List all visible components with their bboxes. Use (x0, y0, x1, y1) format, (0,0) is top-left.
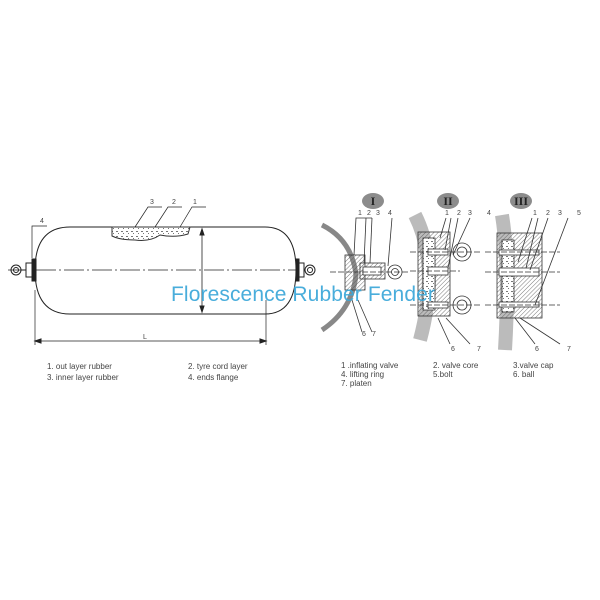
legend-bolt: 5.bolt (433, 370, 453, 379)
legend-out-layer-rubber: 1. out layer rubber (47, 362, 112, 371)
view-2-badge: II (437, 193, 459, 209)
view-1-badge: I (362, 193, 384, 209)
v3-callout-1: 1 (533, 210, 537, 217)
v1-callout-3: 3 (376, 210, 380, 217)
v3-callout-2: 2 (546, 210, 550, 217)
v1-callout-7: 7 (372, 331, 376, 338)
legend-ball: 6. ball (513, 370, 535, 379)
legend-inflating-valve: 1 .inflating valve (341, 361, 399, 370)
callout-1: 1 (193, 199, 197, 206)
valve-view-3-drawing (485, 213, 569, 351)
fender-body-drawing (8, 206, 316, 345)
v2-callout-1: 1 (445, 210, 449, 217)
legend-valve-cap: 3.valve cap (513, 361, 554, 370)
legend-ends-flange: 4. ends flange (188, 373, 239, 382)
view-3-badge: III (510, 193, 532, 209)
watermark-text: Florescence Rubber Fender (171, 283, 435, 306)
legend-valve-core: 2. valve core (433, 361, 479, 370)
callout-3: 3 (150, 199, 154, 206)
callout-2: 2 (172, 199, 176, 206)
v2-callout-7: 7 (477, 346, 481, 353)
v3-callout-7: 7 (567, 346, 571, 353)
v2-callout-6: 6 (451, 346, 455, 353)
v2-callout-3: 3 (468, 210, 472, 217)
legend-tyre-cord-layer: 2. tyre cord layer (188, 362, 248, 371)
v2-callout-2: 2 (457, 210, 461, 217)
legend-inner-layer-rubber: 3. inner layer rubber (47, 373, 119, 382)
v2-callout-4: 4 (487, 210, 491, 217)
v1-callout-2: 2 (367, 210, 371, 217)
dimension-l-label: L (143, 334, 147, 341)
v1-callout-4: 4 (388, 210, 392, 217)
v3-callout-3: 3 (558, 210, 562, 217)
legend-platen: 7. platen (341, 379, 372, 388)
valve-view-2-drawing (408, 211, 480, 345)
legend-lifting-ring: 4. lifting ring (341, 370, 385, 379)
valve-view-1-drawing (320, 217, 410, 333)
v1-callout-1: 1 (358, 210, 362, 217)
v3-callout-6: 6 (535, 346, 539, 353)
callout-4: 4 (40, 218, 44, 225)
v1-callout-6: 6 (362, 331, 366, 338)
v3-callout-5: 5 (577, 210, 581, 217)
